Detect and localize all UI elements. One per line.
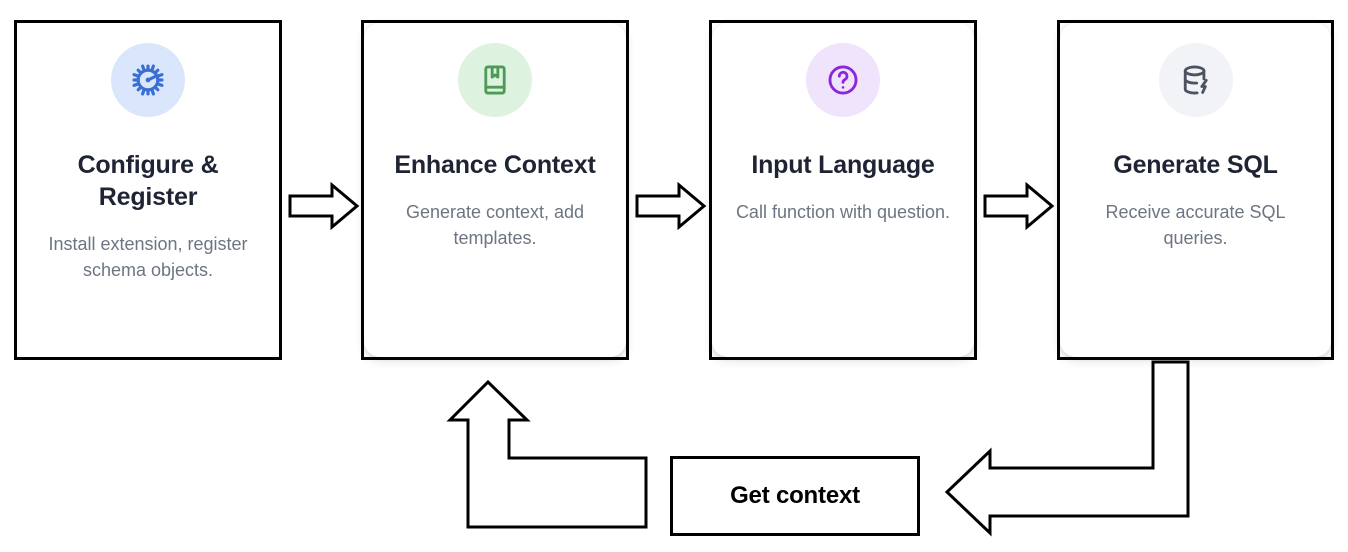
step-card-enhance-context[interactable]: Enhance Context Generate context, add te… <box>361 20 629 360</box>
gear-icon <box>129 61 167 99</box>
step-description: Generate context, add templates. <box>405 202 585 249</box>
question-circle-icon <box>826 63 860 97</box>
arrow-generate-sql-to-get-context <box>944 360 1190 537</box>
database-lightning-icon-badge <box>1158 43 1233 117</box>
step-title: Configure & Register <box>77 151 219 211</box>
book-bookmark-icon-badge <box>458 43 532 117</box>
step-description: Receive accurate SQL queries. <box>1105 202 1286 249</box>
step-description: Call function with question. <box>735 202 951 222</box>
question-circle-icon-badge <box>806 43 880 117</box>
book-bookmark-icon <box>478 63 512 97</box>
step-title: Input Language <box>751 151 935 179</box>
step-description: Install extension, register schema objec… <box>48 234 248 281</box>
step-title: Generate SQL <box>1113 151 1278 179</box>
arrow-step-2-to-3 <box>635 181 707 235</box>
step-card-configure-register[interactable]: Configure & Register Install extension, … <box>14 20 282 360</box>
gear-icon-badge <box>111 43 185 117</box>
step-card-generate-sql[interactable]: Generate SQL Receive accurate SQL querie… <box>1057 20 1334 360</box>
get-context-label: Get context <box>730 482 860 509</box>
arrow-step-3-to-4 <box>983 181 1055 235</box>
arrow-get-context-to-enhance-context <box>446 379 648 529</box>
step-card-body: Configure & Register Install extension, … <box>17 23 279 357</box>
database-lightning-icon <box>1179 63 1213 97</box>
arrow-step-1-to-2 <box>288 181 360 235</box>
step-card-body: Generate SQL Receive accurate SQL querie… <box>1060 23 1331 357</box>
step-title: Enhance Context <box>394 151 596 179</box>
step-card-input-language[interactable]: Input Language Call function with questi… <box>709 20 977 360</box>
step-card-body: Enhance Context Generate context, add te… <box>364 23 626 357</box>
step-card-body: Input Language Call function with questi… <box>712 23 974 357</box>
get-context-box[interactable]: Get context <box>670 456 920 536</box>
